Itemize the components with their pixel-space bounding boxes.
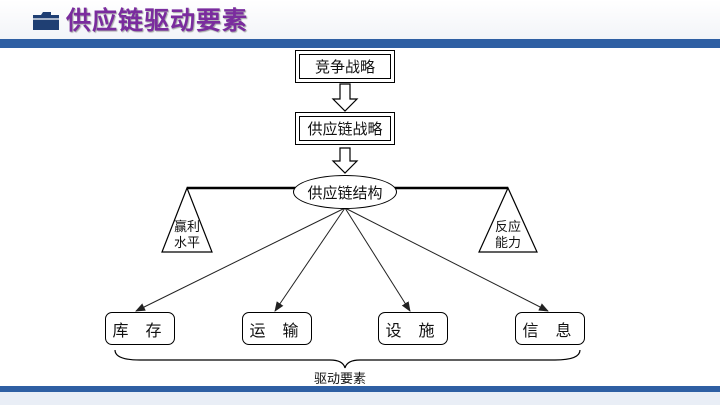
supply-chain-strategy-label: 供应链战略 bbox=[307, 120, 383, 138]
bottom-band bbox=[0, 392, 720, 405]
right-weight-label: 反应 能力 bbox=[488, 220, 528, 252]
competitive-strategy-label: 竞争战略 bbox=[314, 58, 375, 76]
supply-chain-structure-ellipse: 供应链结构 bbox=[293, 175, 397, 209]
supply-chain-structure-label: 供应链结构 bbox=[307, 183, 383, 202]
hollow-arrow-2 bbox=[331, 147, 359, 174]
arrow-to-information bbox=[344, 207, 549, 312]
driver-label-information: 信 息 bbox=[522, 320, 578, 340]
driver-box-transport: 运 输 bbox=[242, 312, 312, 345]
left-weight-label: 赢利 水平 bbox=[167, 220, 207, 252]
drivers-caption: 驱动要素 bbox=[313, 372, 366, 387]
right-weight-triangle bbox=[478, 186, 538, 253]
page-title: 供应链驱动要素 bbox=[66, 6, 249, 35]
arrow-to-facility bbox=[344, 207, 411, 312]
driver-label-facility: 设 施 bbox=[385, 320, 441, 340]
competitive-strategy-box: 竞争战略 bbox=[295, 50, 395, 83]
bottom-divider bbox=[0, 386, 720, 392]
driver-label-transport: 运 输 bbox=[249, 320, 305, 340]
driver-box-inventory: 库 存 bbox=[105, 312, 175, 345]
title-bar: 供应链驱动要素 bbox=[0, 0, 720, 40]
right-weight-text: 反应 能力 bbox=[494, 220, 521, 251]
left-weight-triangle bbox=[161, 186, 213, 253]
driver-label-inventory: 库 存 bbox=[112, 320, 168, 340]
supply-chain-strategy-box: 供应链战略 bbox=[295, 112, 395, 145]
left-weight-text: 赢利 水平 bbox=[173, 220, 200, 251]
driver-box-information: 信 息 bbox=[515, 312, 585, 345]
arrow-to-transport bbox=[274, 207, 346, 312]
arrow-to-inventory bbox=[135, 207, 346, 312]
drivers-brace bbox=[114, 349, 581, 369]
hollow-arrow-1 bbox=[331, 83, 359, 112]
folder-icon bbox=[33, 12, 59, 30]
driver-box-facility: 设 施 bbox=[378, 312, 448, 345]
title-divider bbox=[0, 39, 720, 48]
